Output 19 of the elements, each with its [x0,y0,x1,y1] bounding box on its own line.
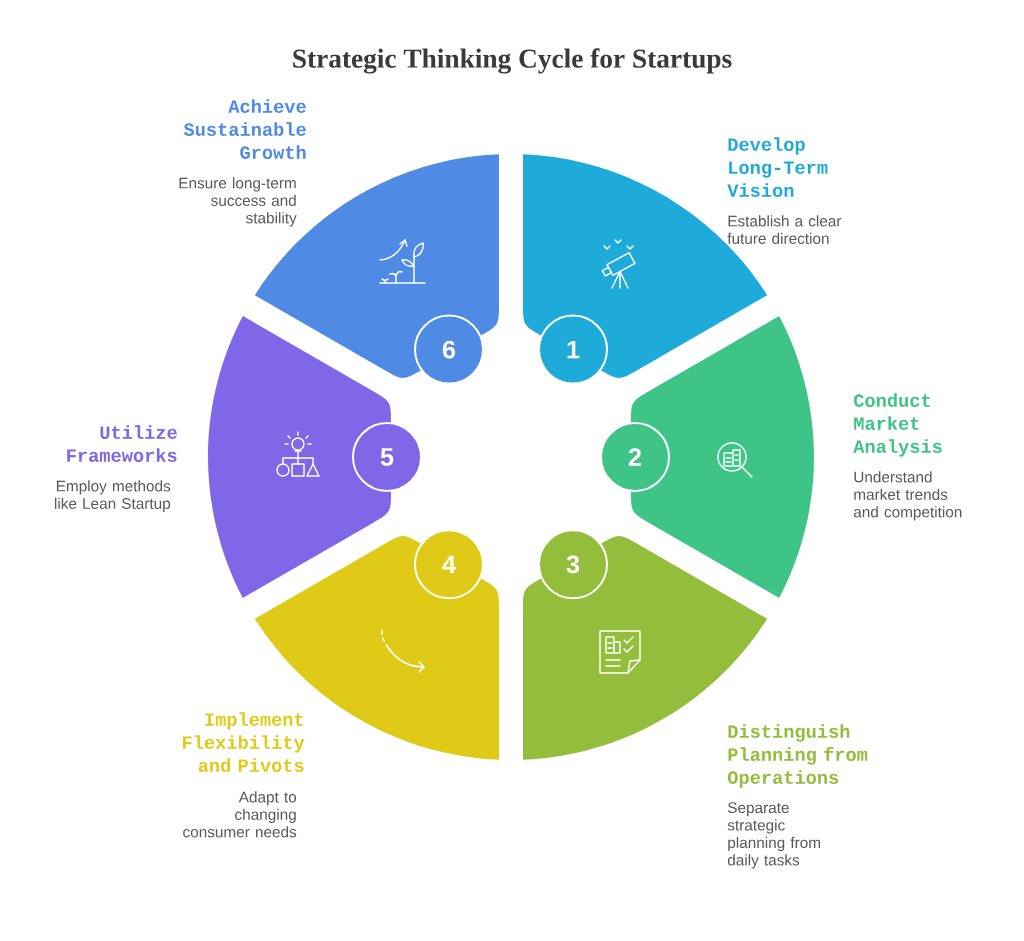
number-badge: 1 [538,314,608,385]
number-badge: 6 [414,314,484,385]
step-description: Understand market trends and competition [853,471,962,521]
step-heading: Implement Flexibility and Pivots [183,712,305,772]
step-heading: Distinguish Planning from Operations [727,724,868,788]
step-heading: Achieve Sustainable Growth [183,99,306,159]
step-description: Establish a clear future direction [727,215,842,244]
number-badge: 4 [414,529,484,600]
step-heading: Utilize Frameworks [67,425,177,462]
title: Strategic Thinking Cycle for Startups [293,48,732,74]
step-description: Employ methods like Lean Startup [55,480,171,512]
step-description: Separate strategic planning from daily tasks [727,802,820,869]
step-description: Adapt to changing consumer needs [183,791,297,838]
number-badge: 2 [600,422,670,492]
step-heading: Conduct Market Analysis [853,393,942,457]
number-badge: 3 [538,529,608,600]
step-heading: Develop Long-Term Vision [727,137,828,197]
step-description: Ensure long-term success and stability [179,177,297,227]
number-badge: 5 [352,422,422,492]
